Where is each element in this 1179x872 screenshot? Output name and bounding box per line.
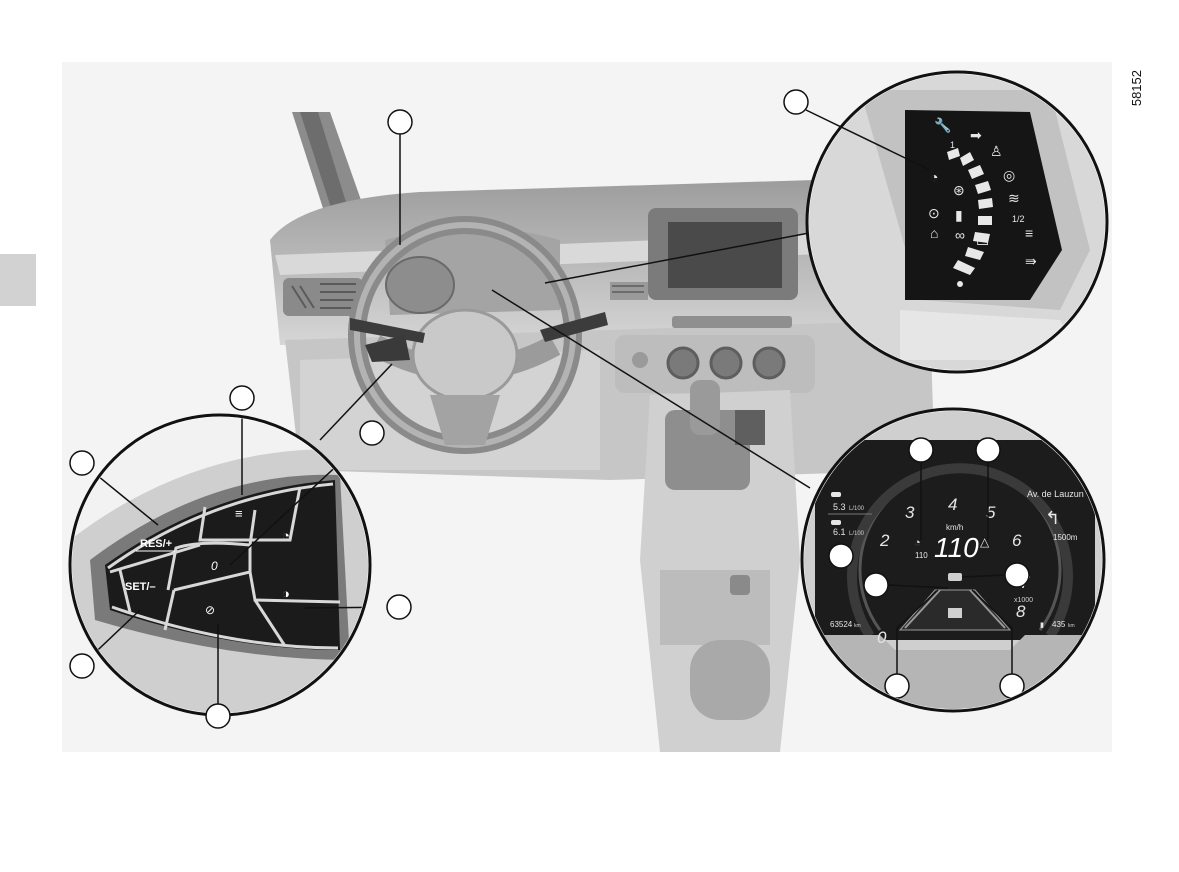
cruise-control-icon: ◔ <box>282 528 290 543</box>
trip1-unit: L/100 <box>849 506 865 512</box>
battery-icon: ▭ <box>976 233 989 249</box>
section-tab <box>0 254 36 306</box>
car-icon-trip1 <box>831 492 841 497</box>
abs-icon: ◎ <box>1003 167 1015 183</box>
callout-circle <box>1004 562 1030 588</box>
nav-turn-icon: ↰ <box>1045 508 1060 528</box>
callout-circle <box>828 543 854 569</box>
trip2-unit: L/100 <box>849 531 865 537</box>
arrow-right-icon: ➡ <box>970 127 982 143</box>
car-ahead-icon <box>948 573 962 581</box>
odometer-unit: km <box>854 623 861 629</box>
seatbelt-icon: ♙ <box>990 143 1003 159</box>
wrench-icon: 🔧 <box>934 116 951 134</box>
steering-fault-icon: ⊛ <box>953 182 965 198</box>
rpm-2: 2 <box>879 531 890 550</box>
range-unit: km <box>1068 623 1075 629</box>
callout-circle <box>863 572 889 598</box>
callout-circle <box>908 437 934 463</box>
callout-circle <box>975 437 1001 463</box>
steering-controls-inset: RES/+ SET/– 0 ≡ ◔ ◑ ⊘ <box>68 413 372 717</box>
nav-street: Av. de Lauzun <box>1027 489 1084 499</box>
rpm-3: 3 <box>905 503 915 522</box>
rear-fog-icon: ⇛ <box>1025 253 1037 269</box>
distance-warning-icon: △ <box>980 535 990 549</box>
zero-button-label: 0 <box>211 559 218 573</box>
rpm-4: 4 <box>948 495 957 514</box>
rpm-unit: x1000 <box>1014 597 1033 604</box>
cluster-display-inset: 0 1 2 3 4 5 6 7 8 x1000 km/h 110 ◔ 110 △… <box>800 407 1106 713</box>
glow-plug-icon: ∞ <box>955 227 965 243</box>
engine-icon: ⌂ <box>930 225 938 241</box>
trip1-value: 5.3 <box>833 502 846 512</box>
fuel-pump-icon: ▮ <box>955 207 963 223</box>
trip2-value: 6.1 <box>833 527 846 537</box>
lane-keep-icon: ≡ <box>235 506 243 521</box>
cancel-icon: ⊘ <box>205 603 215 617</box>
speed-value: 110 <box>934 532 979 563</box>
rpm-0: 0 <box>877 628 887 647</box>
callout-markers <box>69 89 809 729</box>
callout-circle <box>884 673 910 699</box>
rpm-8: 8 <box>1016 602 1026 621</box>
cruise-icon: ◔ <box>930 169 938 185</box>
speed-limiter-icon: ◑ <box>282 586 290 601</box>
tyre-pressure-icon: ⊙ <box>928 205 940 221</box>
lights-icon: ≡ <box>1025 225 1033 241</box>
traction-icon: ≋ <box>1008 190 1020 206</box>
steering-wheel <box>348 216 608 454</box>
set-button-label: SET/– <box>125 581 156 593</box>
cruise-limiter-icon: ◔ <box>914 537 921 549</box>
fuel-small-icon: ▮ <box>1040 622 1044 629</box>
speed-unit: km/h <box>946 523 963 532</box>
rpm-5: 5 <box>986 503 996 522</box>
fuel-full-label: 1 <box>950 140 955 150</box>
rpm-6: 6 <box>1012 531 1022 550</box>
nav-distance: 1500m <box>1053 533 1078 542</box>
car-icon-trip2 <box>831 520 841 525</box>
res-button-label: RES/+ <box>140 538 172 550</box>
range-value: 435 <box>1052 620 1066 629</box>
odometer-value: 63524 <box>830 620 853 629</box>
cruise-set-speed: 110 <box>915 551 928 560</box>
fuel-half-label: 1/2 <box>1012 214 1025 224</box>
